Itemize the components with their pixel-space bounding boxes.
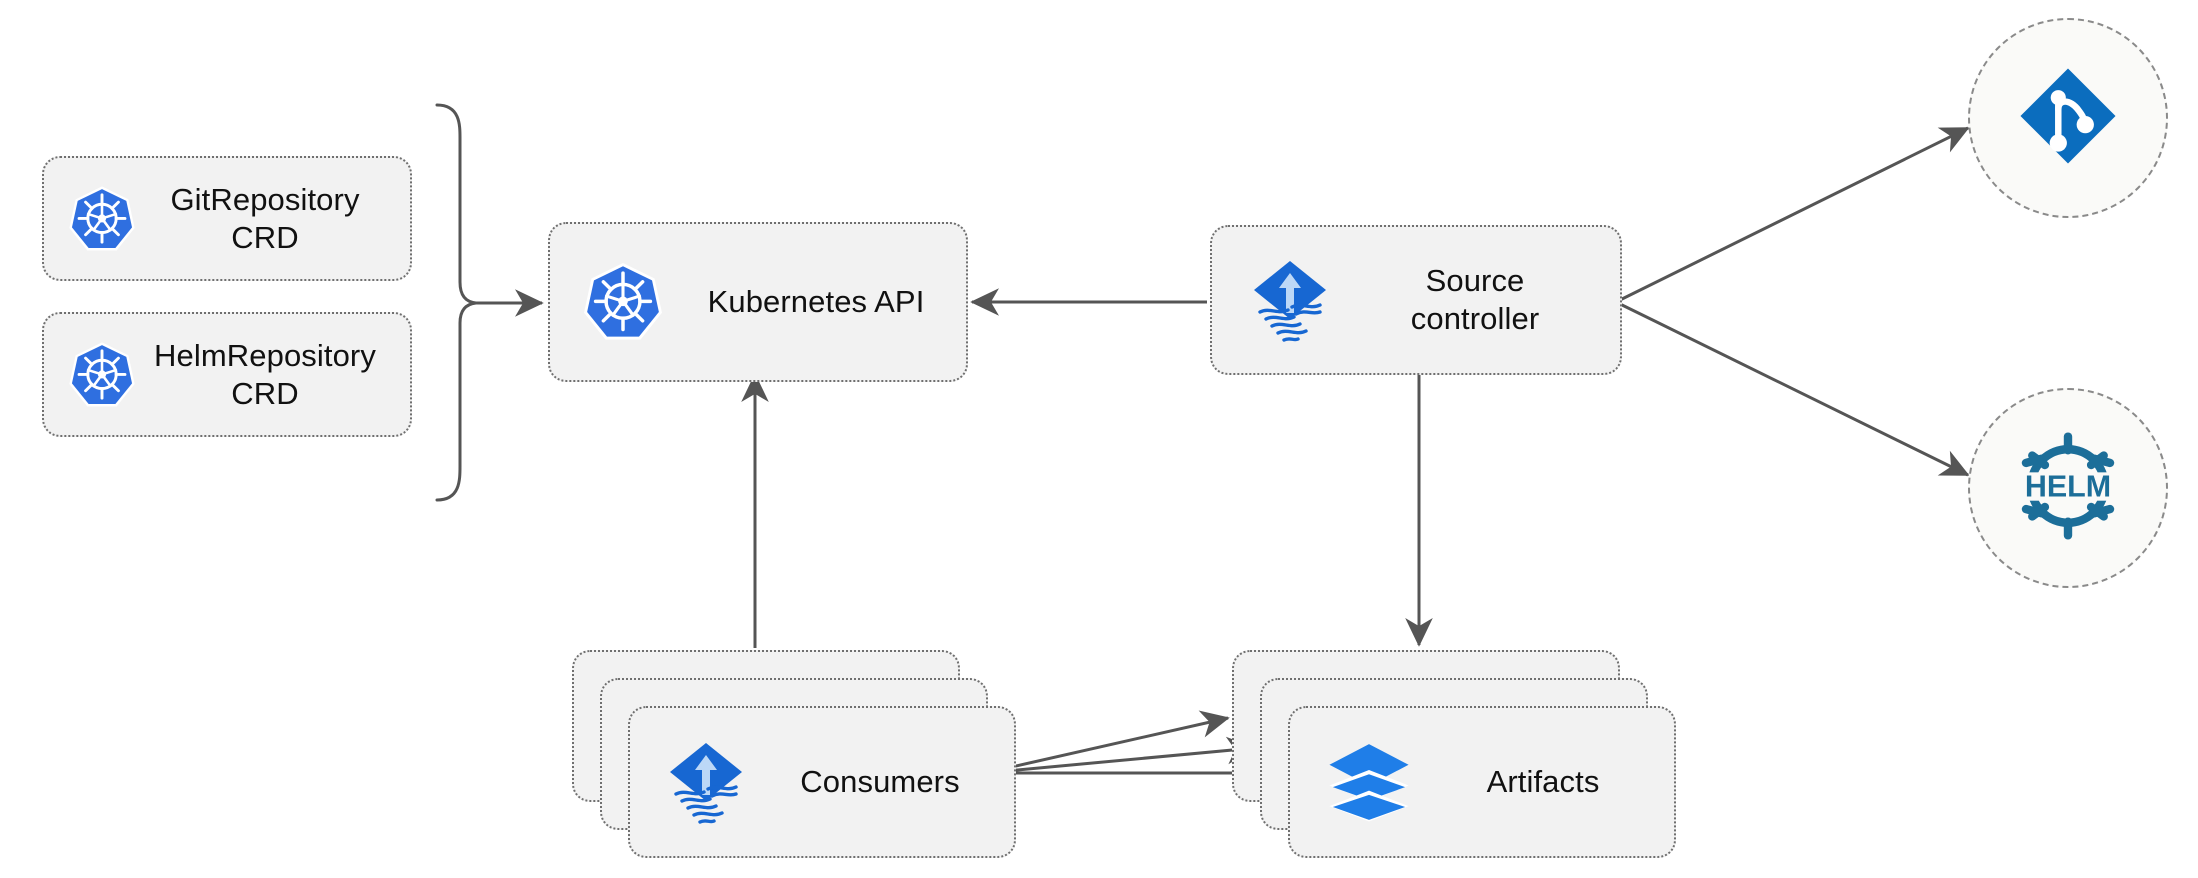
git-icon: [2014, 62, 2122, 175]
layers-icon: [1326, 739, 1412, 825]
node-label: GitRepository CRD: [170, 181, 360, 255]
kubernetes-icon: [66, 183, 138, 255]
node-helm-source[interactable]: HELM: [1968, 388, 2168, 588]
flux-icon: [666, 739, 746, 825]
node-gitrepository-crd[interactable]: GitRepository CRD: [42, 156, 412, 281]
node-kubernetes-api[interactable]: Kubernetes API: [548, 222, 968, 382]
helm-icon: HELM: [2005, 423, 2131, 554]
edge-controller-to-helm: [1619, 302, 1970, 477]
node-label: HelmRepository CRD: [154, 337, 376, 411]
node-helmrepository-crd[interactable]: HelmRepository CRD: [42, 312, 412, 437]
edge-consumers-to-artifacts-2: [984, 736, 1256, 775]
edge-consumers-to-artifacts-1: [984, 710, 1230, 775]
edge-controller-to-git: [1619, 126, 1970, 302]
node-label: Consumers: [800, 764, 960, 800]
bracket-lower: [435, 301, 478, 502]
node-consumers[interactable]: Consumers: [628, 706, 1016, 858]
node-label: Source controller: [1410, 263, 1540, 336]
kubernetes-icon: [66, 339, 138, 411]
kubernetes-icon: [580, 259, 666, 345]
node-label: Kubernetes API: [707, 284, 925, 320]
node-git-source[interactable]: [1968, 18, 2168, 218]
helm-wordmark: HELM: [2025, 469, 2111, 503]
bracket-upper: [435, 103, 478, 305]
flux-icon: [1250, 257, 1330, 343]
node-label: Artifacts: [1486, 764, 1600, 800]
node-artifacts[interactable]: Artifacts: [1288, 706, 1676, 858]
node-source-controller[interactable]: Source controller: [1210, 225, 1622, 375]
